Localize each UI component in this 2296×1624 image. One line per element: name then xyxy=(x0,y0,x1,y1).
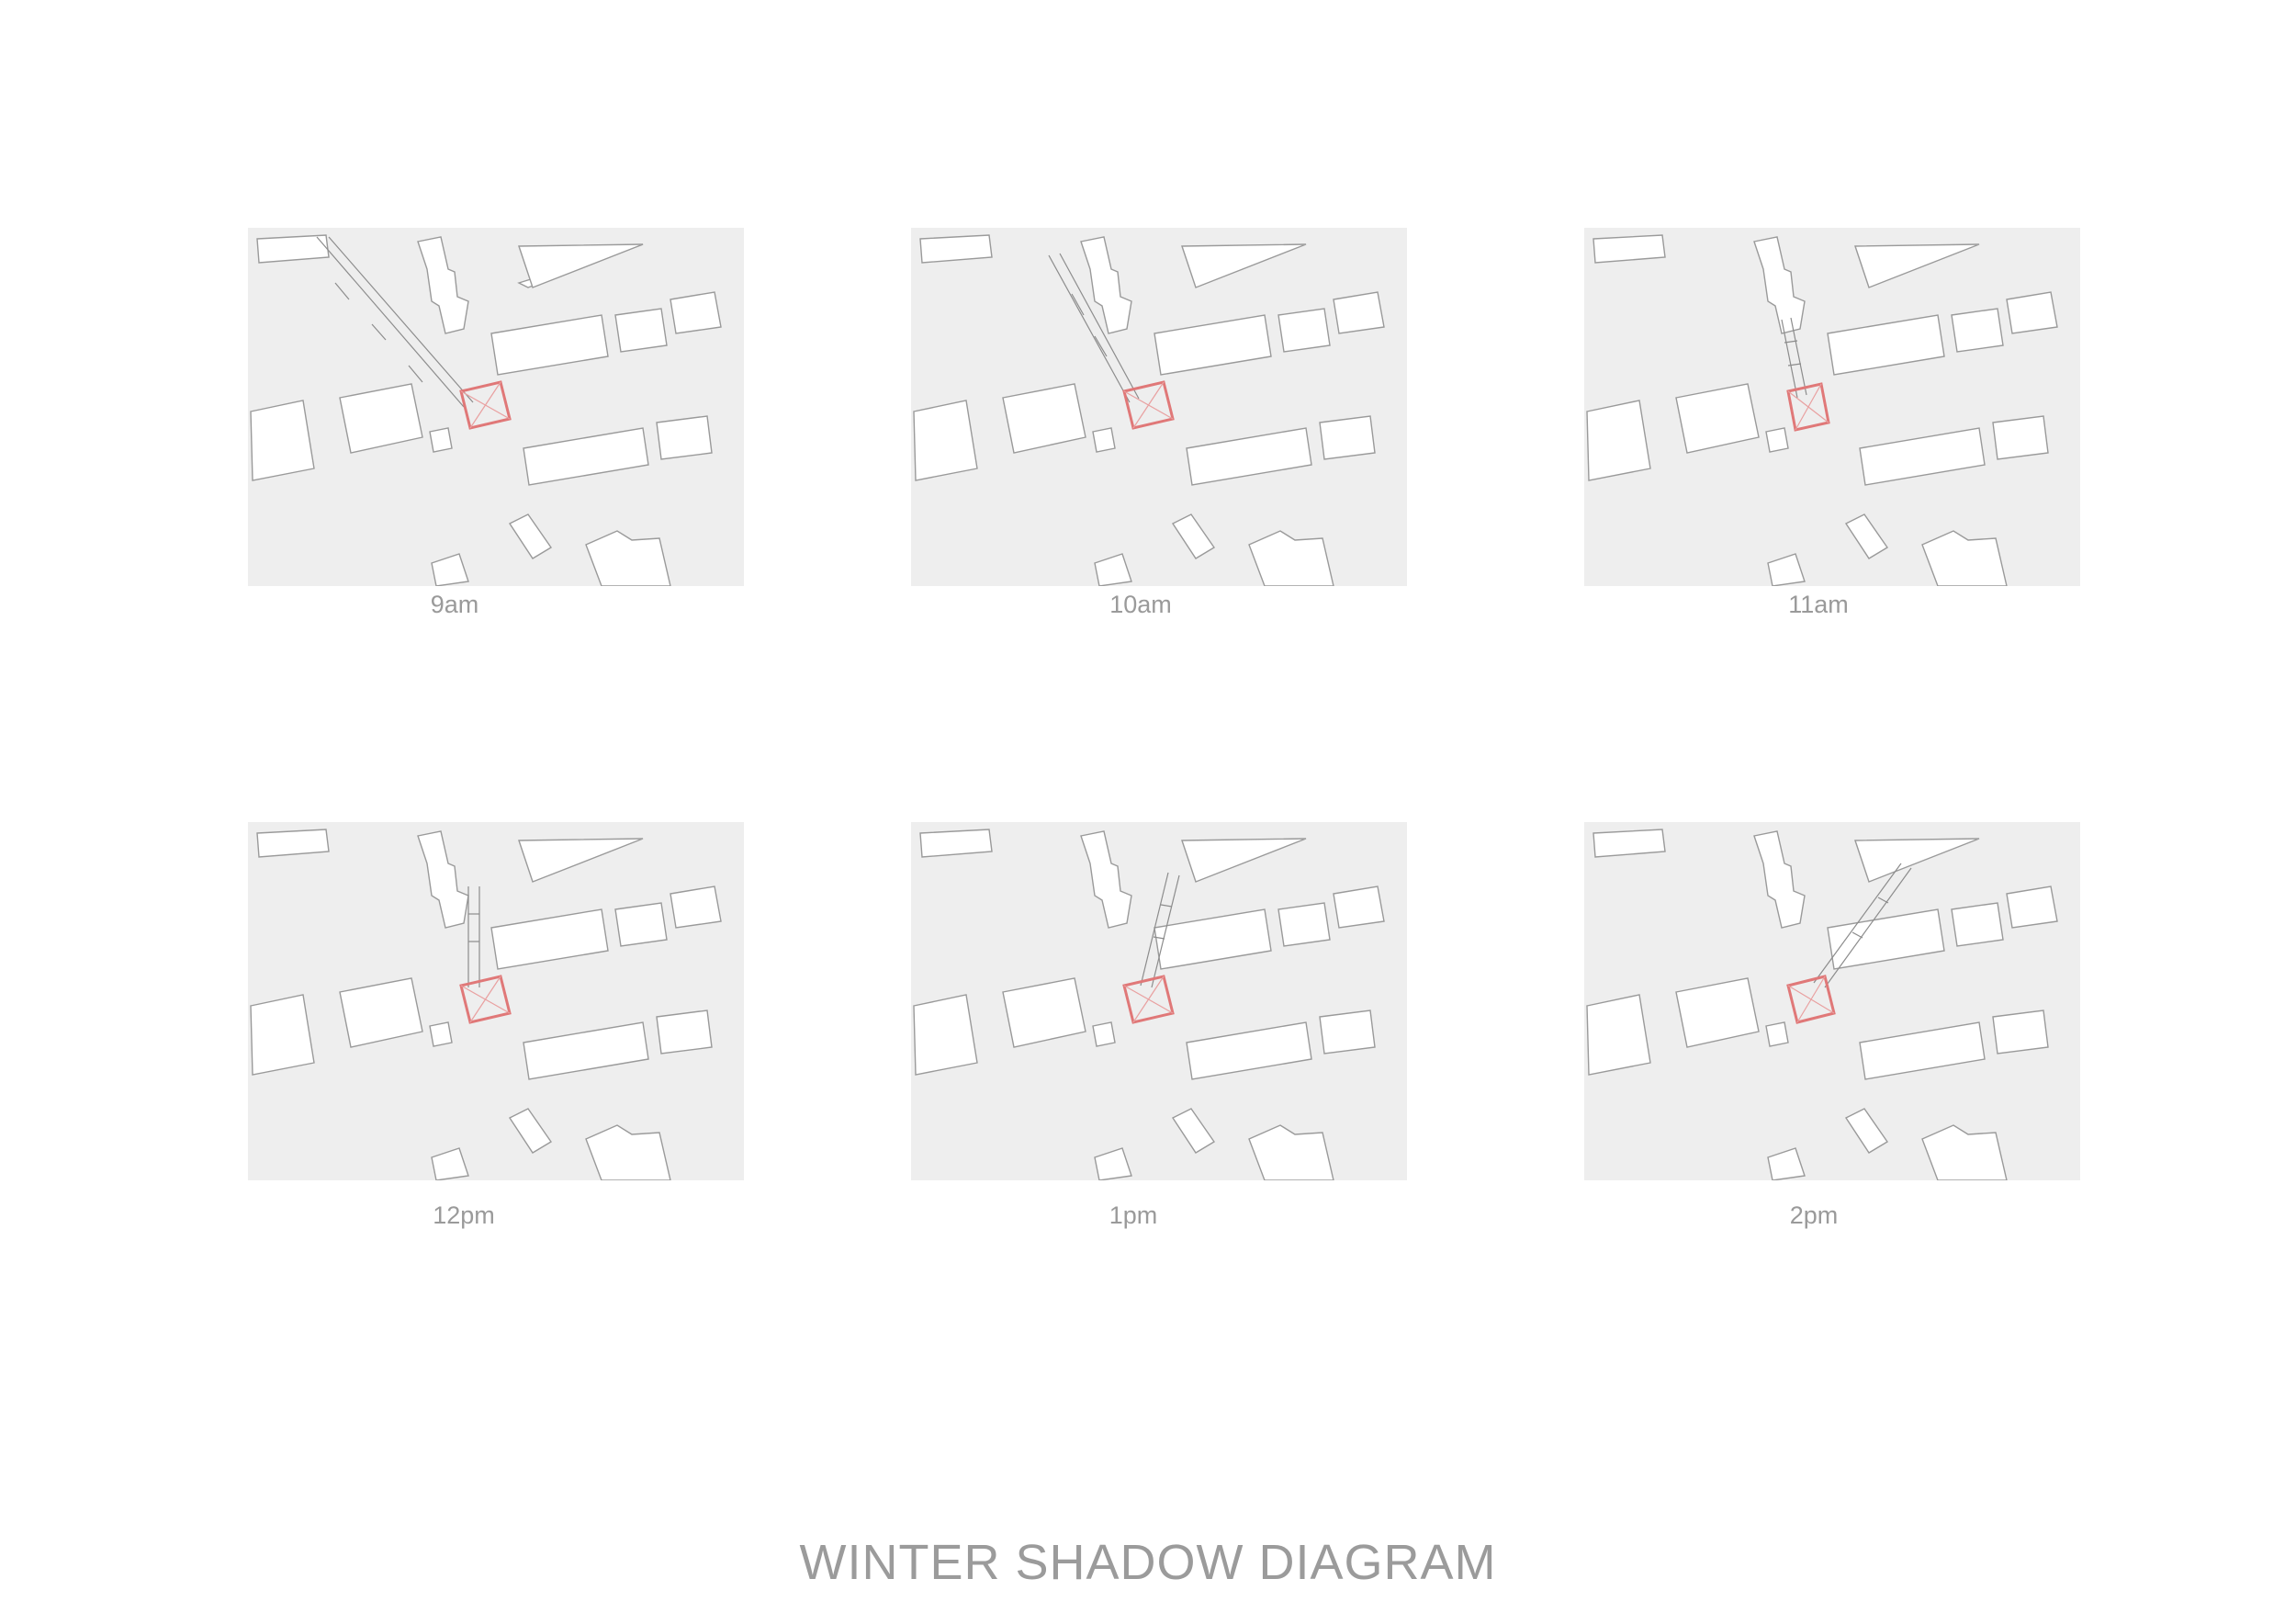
shadow-layer xyxy=(911,822,1407,1180)
shadow-band xyxy=(726,228,744,262)
shadow-panel-10am xyxy=(911,228,1407,586)
shadow-panel-9am xyxy=(248,228,744,586)
site-plan xyxy=(913,234,1385,586)
time-label-9am: 9am xyxy=(430,591,479,618)
shadow-layer xyxy=(1584,228,2080,586)
shadow-band xyxy=(248,822,280,1180)
site-outline xyxy=(1786,382,1830,432)
walkway-ladder xyxy=(467,886,480,987)
shadow-band xyxy=(1722,228,1827,586)
shadow-band xyxy=(464,228,726,586)
site-plan xyxy=(250,234,722,586)
shadow-band xyxy=(1887,228,1992,586)
shadow-band xyxy=(1049,228,1243,586)
shadow-band xyxy=(1389,228,1407,274)
shadow-band xyxy=(726,822,744,1180)
shadow-band xyxy=(1124,822,1265,1180)
walkway-ladder xyxy=(1781,317,1807,399)
shadow-band xyxy=(643,822,707,1180)
site-outline xyxy=(459,380,512,430)
site-plan xyxy=(250,829,722,1180)
site-plan xyxy=(913,829,1385,1180)
shadow-panel-11am xyxy=(1584,228,2080,586)
shadow-panel-1pm xyxy=(911,822,1407,1180)
site-outline xyxy=(1122,975,1175,1024)
site-outline xyxy=(1122,380,1175,430)
shadow-band xyxy=(911,822,1040,1180)
diagram-title: WINTER SHADOW DIAGRAM xyxy=(799,1535,1497,1590)
time-label-1pm: 1pm xyxy=(1109,1201,1158,1229)
site-outline xyxy=(1786,975,1836,1024)
shadow-band xyxy=(2062,228,2080,351)
site-plan xyxy=(1586,829,2058,1180)
shadow-band xyxy=(1037,822,1191,1180)
shadow-band xyxy=(1306,228,1407,480)
shadow-panel-2pm xyxy=(1584,822,2080,1180)
time-label-12pm: 12pm xyxy=(433,1201,495,1229)
shadow-layer xyxy=(248,822,744,1180)
site-plan xyxy=(1586,234,2058,586)
shadow-band xyxy=(551,822,602,1180)
shadow-layer xyxy=(248,228,744,586)
shadow-band xyxy=(1216,822,1370,1180)
walkway-ladder xyxy=(316,236,474,408)
walkway-ladder xyxy=(1813,863,1912,988)
site-outline xyxy=(459,975,512,1024)
shadow-band xyxy=(312,228,574,586)
time-label-11am: 11am xyxy=(1788,591,1849,618)
walkway-ladder xyxy=(1140,872,1180,988)
shadow-band xyxy=(911,228,1086,586)
shadow-layer xyxy=(911,228,1407,586)
shadow-panel-12pm xyxy=(248,822,744,1180)
shadow-band xyxy=(1127,228,1334,586)
walkway-ladder xyxy=(1048,253,1140,403)
shadow-band xyxy=(1800,228,1919,586)
shadow-band xyxy=(1708,822,1938,1180)
time-label-10am: 10am xyxy=(1109,591,1172,618)
time-label-2pm: 2pm xyxy=(1789,1201,1839,1229)
